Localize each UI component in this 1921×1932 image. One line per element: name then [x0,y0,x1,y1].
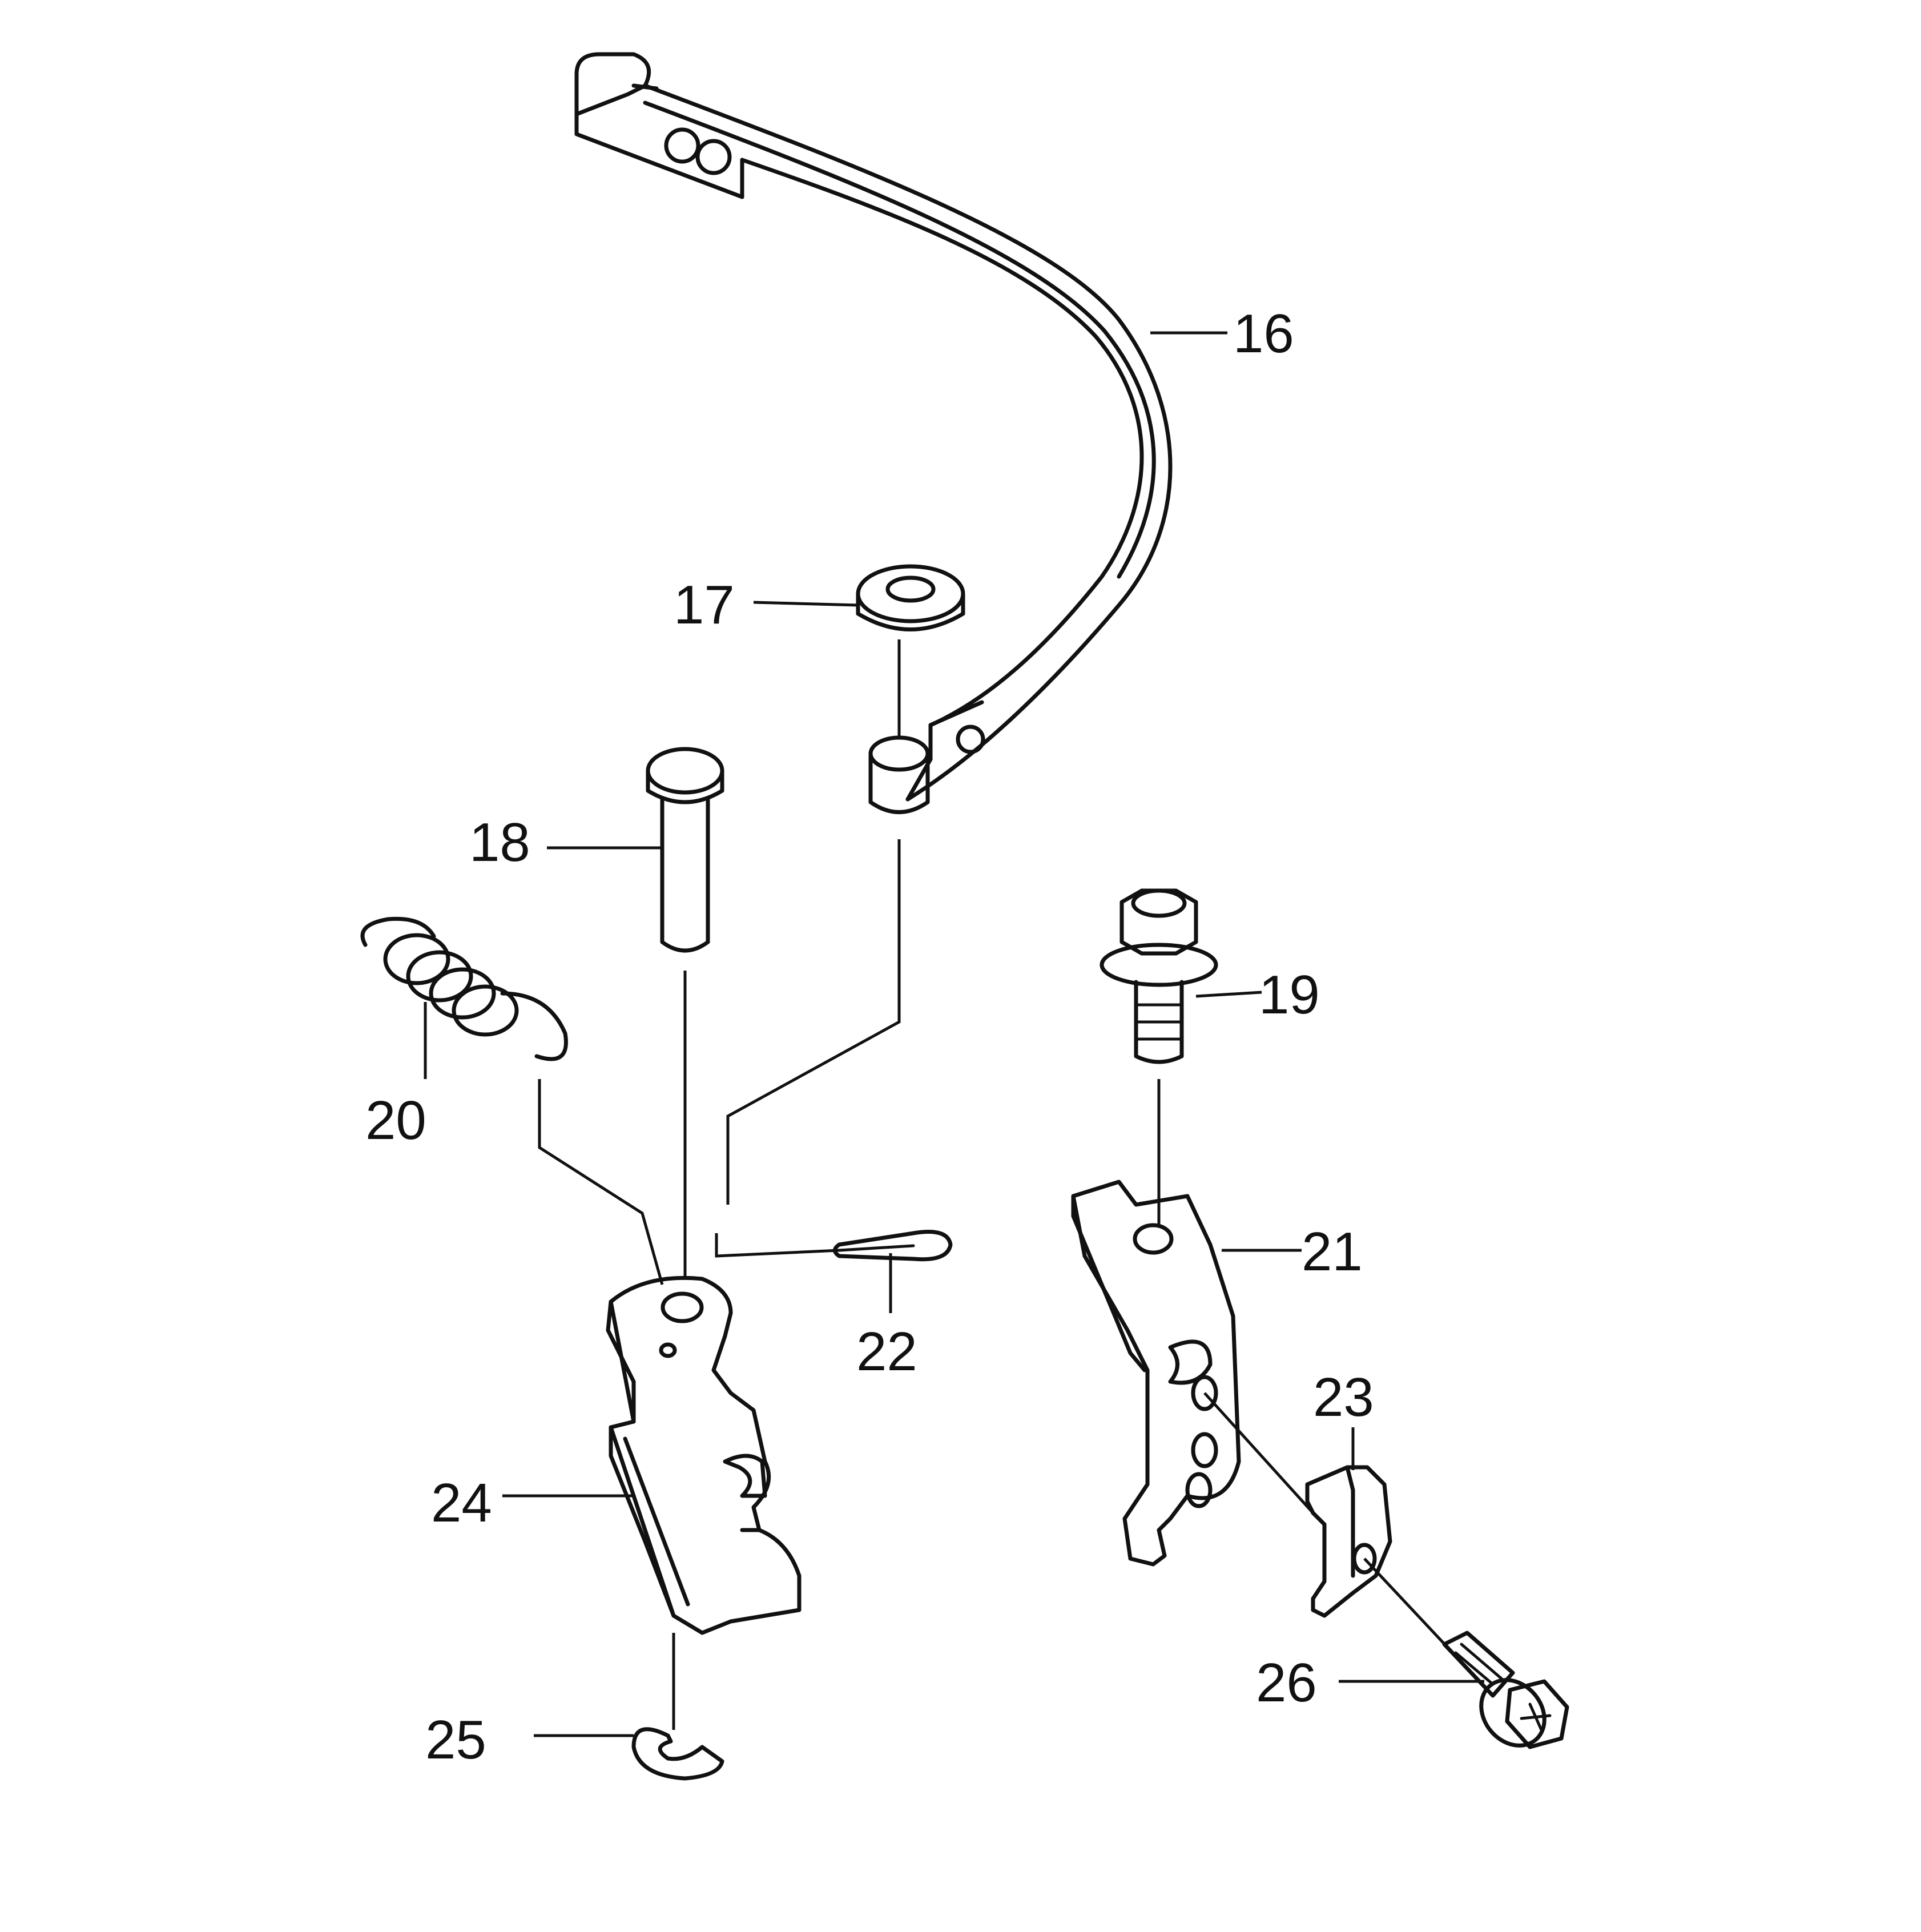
cotter-pin-22 [833,1230,953,1262]
callout-leaders [424,331,1484,1737]
callout-17: 17 [674,574,735,635]
washer-17 [856,564,965,631]
hex-screw-26 [1442,1631,1569,1749]
callout-20: 20 [365,1090,426,1151]
callout-16: 16 [1233,303,1294,364]
callout-21: 21 [1302,1221,1363,1282]
spring-20 [360,916,568,1061]
callout-26: 26 [1256,1652,1317,1713]
callout-23: 23 [1313,1367,1374,1428]
brake-band-16 [574,52,1173,814]
pin-18 [646,747,724,953]
lever-24 [606,1275,802,1635]
callout-19: 19 [1259,964,1320,1025]
e-ring-25 [631,1727,724,1781]
assembly-guide-lines [538,639,1451,1730]
flange-bolt-19 [1100,888,1218,1064]
callout-24: 24 [431,1472,492,1533]
callout-22: 22 [856,1321,917,1382]
bracket-21 [1071,1180,1241,1567]
clip-plate-23 [1305,1465,1392,1618]
callout-25: 25 [425,1709,486,1770]
callout-18: 18 [469,812,530,873]
